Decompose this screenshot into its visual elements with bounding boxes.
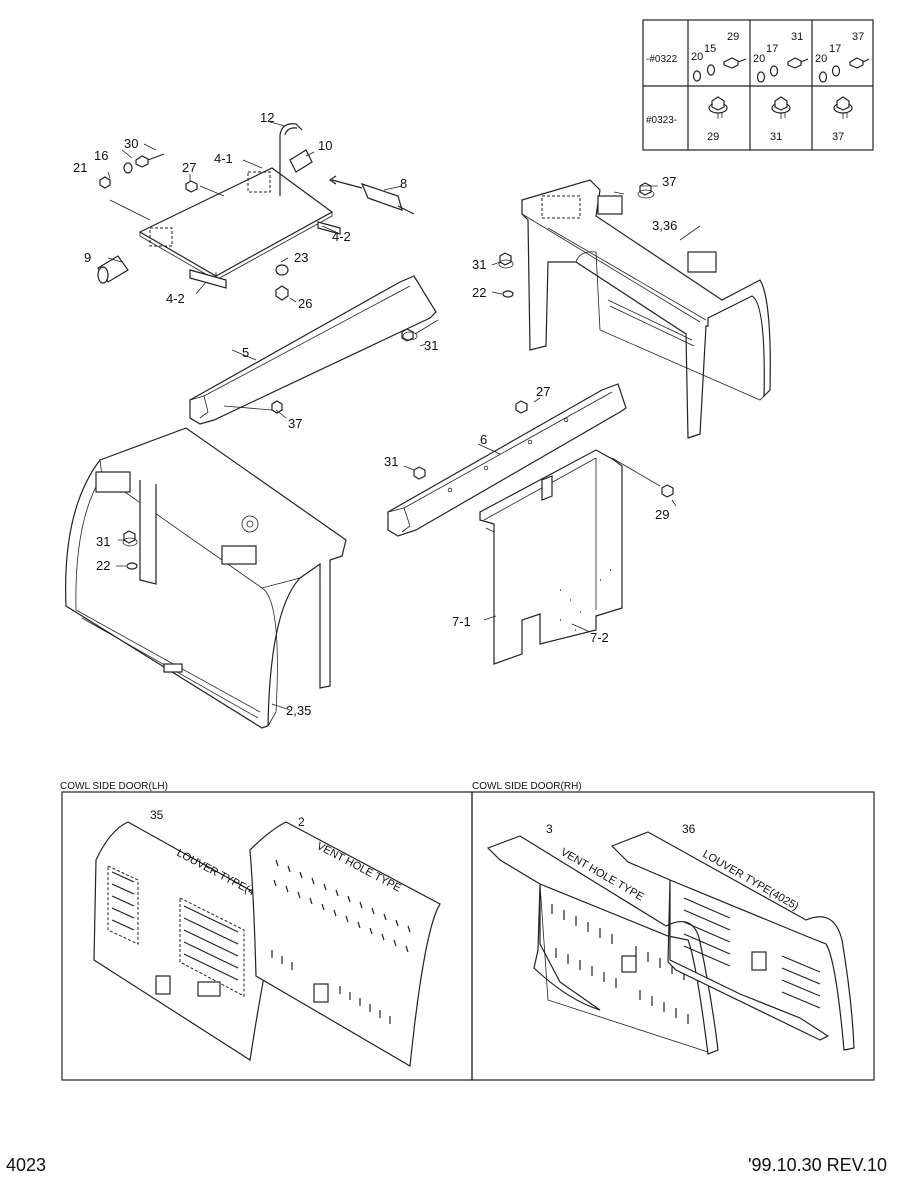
cowl-frame-3-36 (491, 179, 771, 439)
table-callout: 20 (815, 53, 827, 65)
washer-icon (818, 71, 828, 83)
stopper-block (189, 269, 227, 289)
lh-vent-door (249, 821, 441, 1067)
nut-icon (185, 180, 198, 193)
rh-num-3: 3 (546, 822, 553, 836)
callout-27: 27 (182, 160, 196, 175)
nut-icon (99, 176, 111, 189)
callout-37: 37 (662, 174, 676, 189)
washer-icon (126, 562, 138, 570)
table-row2-label: #0323- (646, 115, 677, 126)
callout-31: 31 (384, 454, 398, 469)
table-callout: 29 (707, 131, 719, 143)
table-callout: 20 (753, 53, 765, 65)
callout-31: 31 (472, 257, 486, 272)
callout-26: 26 (298, 296, 312, 311)
table-callout: 31 (770, 131, 782, 143)
bushing (289, 149, 313, 173)
flange-bolt-icon (123, 530, 136, 544)
table-callout: 37 (852, 31, 864, 43)
flange-bolt-icon (499, 252, 512, 266)
rh-vent-door (486, 835, 719, 1055)
table-callout: 17 (829, 43, 841, 55)
lh-num-35: 35 (150, 808, 164, 822)
lh-panel-title: COWL SIDE DOOR(LH) (60, 781, 168, 792)
support-beam-5 (189, 275, 439, 425)
bolt-icon (849, 57, 870, 69)
callout-31: 31 (96, 534, 110, 549)
callout-2-35: 2,35 (286, 703, 311, 718)
cover-plate-assembly (97, 121, 415, 303)
callout-37: 37 (288, 416, 302, 431)
callout-22: 22 (96, 558, 110, 573)
callout-29: 29 (655, 507, 669, 522)
bolt-icon (787, 57, 809, 69)
callout-22: 22 (472, 285, 486, 300)
lock-washer-icon (831, 65, 841, 77)
callout-30: 30 (124, 136, 138, 151)
nut-icon (275, 285, 289, 301)
flange-bolt-icon (413, 466, 426, 480)
table-callout: 37 (832, 131, 844, 143)
flange-bolt-icon (515, 400, 528, 414)
table-row1-label: -#0322 (646, 54, 678, 65)
callout-12: 12 (260, 110, 274, 125)
callout-6: 6 (480, 432, 487, 447)
callout-4-2: 4-2 (332, 229, 351, 244)
callout-4-2: 4-2 (166, 291, 185, 306)
gas-spring (331, 179, 403, 211)
nut-icon (275, 264, 289, 276)
callout-10: 10 (318, 138, 332, 153)
callout-3-36: 3,36 (652, 218, 677, 233)
lh-num-2: 2 (298, 815, 305, 829)
bolt-icon (135, 153, 165, 168)
callout-7-1: 7-1 (452, 614, 471, 629)
callout-31: 31 (424, 338, 438, 353)
hinge-icon (221, 545, 257, 565)
callout-9: 9 (84, 250, 91, 265)
table-callout: 31 (791, 31, 803, 43)
plate-reinforcement-outline (149, 227, 173, 247)
parts-table: -#0322 #0323- 20 15 29 20 17 31 20 17 37 (642, 19, 874, 151)
callout-21: 21 (73, 160, 87, 175)
washer-icon (123, 162, 133, 174)
support-beam-6 (387, 383, 677, 537)
rh-door-box (471, 791, 875, 1081)
hinge-icon (95, 471, 131, 493)
lock-washer-icon (706, 64, 716, 76)
partition-plate-7 (479, 449, 623, 665)
callout-4-1: 4-1 (214, 151, 233, 166)
rh-louver-door (610, 831, 855, 1051)
washer-icon (502, 290, 514, 298)
hinge-icon (597, 195, 623, 215)
callout-27: 27 (536, 384, 550, 399)
hinge-icon (687, 251, 717, 273)
flange-bolt-icon (639, 182, 652, 196)
callout-8: 8 (400, 176, 407, 191)
table-callout: 29 (727, 31, 739, 43)
flange-bolt-icon (833, 96, 853, 119)
cowl-frame-2-35 (65, 427, 347, 729)
rh-num-36: 36 (682, 822, 696, 836)
callout-7-2: 7-2 (590, 630, 609, 645)
page-number: 4023 (6, 1155, 47, 1175)
bolt-icon (723, 57, 747, 69)
callout-16: 16 (94, 148, 108, 163)
lock-washer-icon (769, 65, 779, 77)
flange-bolt-icon (771, 96, 791, 119)
table-callout: 17 (766, 43, 778, 55)
flange-bolt-icon (661, 484, 674, 498)
washer-icon (692, 70, 702, 82)
revision-stamp: '99.10.30 REV.10 (748, 1155, 887, 1175)
flange-bolt-icon (708, 96, 728, 119)
washer-icon (756, 71, 766, 83)
callout-5: 5 (242, 345, 249, 360)
callout-23: 23 (294, 250, 308, 265)
rh-panel-title: COWL SIDE DOOR(RH) (472, 781, 582, 792)
table-callout: 15 (704, 43, 716, 55)
table-callout: 20 (691, 51, 703, 63)
plate-reinforcement-outline (247, 171, 271, 193)
